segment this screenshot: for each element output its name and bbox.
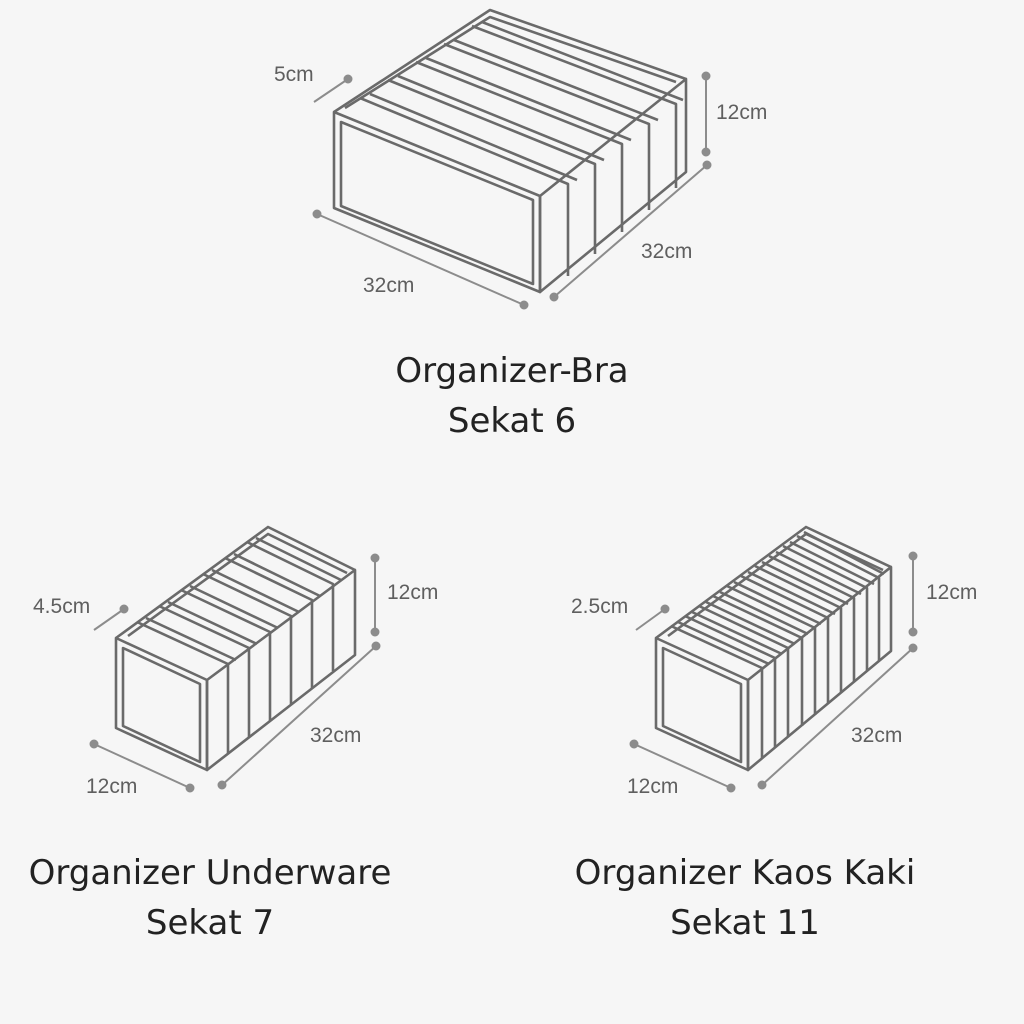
underware-width-dimension: 12cm bbox=[86, 775, 137, 798]
kaos-kaki-organizer-box bbox=[654, 525, 893, 772]
kaos-kaki-caption: Organizer Kaos Kaki Sekat 11 bbox=[545, 848, 945, 948]
kaos-kaki-dimension-lines bbox=[629, 551, 918, 793]
kaos-kaki-title: Organizer Kaos Kaki bbox=[574, 853, 916, 893]
bra-height-dimension: 12cm bbox=[716, 101, 767, 124]
bra-title: Organizer-Bra bbox=[395, 351, 629, 391]
kaos-kaki-width-dimension: 12cm bbox=[627, 775, 678, 798]
kaos-kaki-length-dimension: 32cm bbox=[851, 724, 902, 747]
bra-caption: Organizer-Bra Sekat 6 bbox=[312, 346, 712, 446]
bra-dimension-lines bbox=[312, 71, 712, 310]
bra-subtitle: Sekat 6 bbox=[447, 401, 577, 441]
bra-organizer-box bbox=[332, 8, 688, 294]
underware-divider-dimension: 4.5cm bbox=[33, 595, 90, 618]
underware-title: Organizer Underware bbox=[28, 853, 392, 893]
underware-caption: Organizer Underware Sekat 7 bbox=[0, 848, 420, 948]
bra-width-dimension: 32cm bbox=[641, 240, 692, 263]
kaos-kaki-divider-dimension: 2.5cm bbox=[571, 595, 628, 618]
underware-length-dimension: 32cm bbox=[310, 724, 361, 747]
underware-organizer-box bbox=[114, 525, 357, 772]
kaos-kaki-subtitle: Sekat 11 bbox=[670, 903, 820, 943]
underware-subtitle: Sekat 7 bbox=[145, 903, 275, 943]
underware-height-dimension: 12cm bbox=[387, 581, 438, 604]
kaos-kaki-height-dimension: 12cm bbox=[926, 581, 977, 604]
bra-length-dimension: 32cm bbox=[363, 274, 414, 297]
bra-divider-dimension: 5cm bbox=[274, 63, 314, 86]
underware-dimension-lines bbox=[89, 553, 381, 793]
